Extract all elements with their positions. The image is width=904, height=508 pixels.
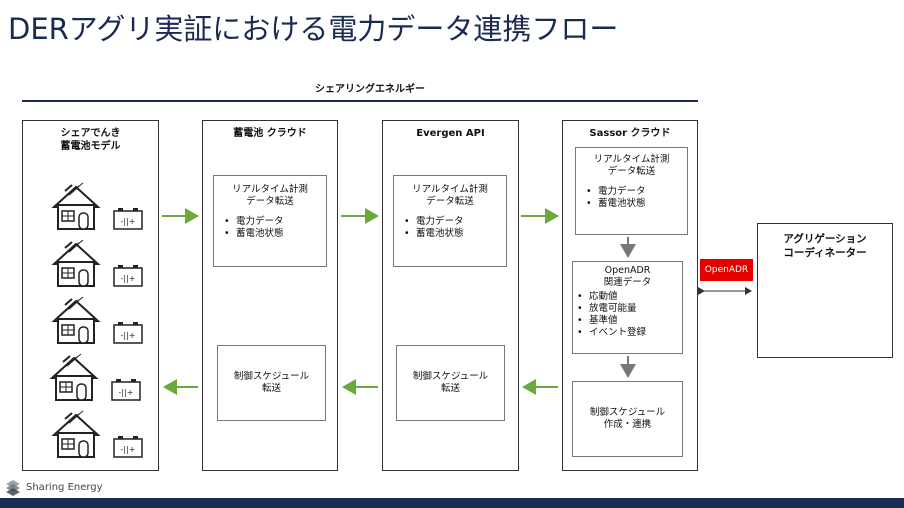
page-title: DERアグリ実証における電力データ連携フロー (8, 12, 619, 46)
footer-bar (0, 498, 904, 508)
box-line: 転送 (440, 383, 460, 394)
group-underline (22, 100, 698, 102)
aggregator-line: アグリゲーション (783, 233, 867, 245)
column-evergen-api-title: Evergen API (416, 128, 485, 139)
box-heading: リアルタイム計測 データ転送 (576, 154, 687, 178)
list-item: イベント登録 (577, 327, 682, 339)
box-heading-line: OpenADR (604, 265, 651, 276)
realtime-transfer-box: リアルタイム計測 データ転送 電力データ 蓄電池状態 (393, 175, 507, 267)
aggregation-coordinator-box: アグリゲーション コーディネーター (757, 223, 893, 358)
column-battery-model-title: シェアでんき 蓄電池モデル (23, 127, 158, 153)
openadr-badge: OpenADR (700, 259, 753, 281)
box-item-list: 電力データ 蓄電池状態 (214, 216, 326, 240)
group-label: シェアリングエネルギー (315, 84, 425, 95)
box-heading: リアルタイム計測 データ転送 (214, 184, 326, 208)
box-heading-line: データ転送 (246, 196, 294, 207)
column-battery-model: シェアでんき 蓄電池モデル (22, 120, 159, 471)
list-item: 基準値 (577, 315, 682, 327)
box-item-list: 電力データ 蓄電池状態 (576, 186, 687, 210)
schedule-transfer-box: 制御スケジュール 転送 (396, 345, 505, 421)
realtime-transfer-box: リアルタイム計測 データ転送 電力データ 蓄電池状態 (213, 175, 327, 267)
column-battery-cloud-title: 蓄電池 クラウド (233, 128, 307, 139)
schedule-transfer-box: 制御スケジュール 転送 (217, 345, 326, 421)
box-heading: OpenADR 関連データ (573, 265, 682, 289)
box-line: 制御スケジュール (233, 371, 310, 382)
aggregator-line: コーディネーター (783, 247, 867, 259)
box-item-list: 応動値 放電可能量 基準値 イベント登録 (573, 291, 682, 339)
list-item: 蓄電池状態 (224, 228, 326, 240)
list-item: 電力データ (404, 216, 506, 228)
list-item: 電力データ (586, 186, 687, 198)
box-line: 転送 (261, 383, 281, 394)
box-heading-line: リアルタイム計測 (593, 154, 670, 165)
box-heading-line: データ転送 (607, 166, 656, 177)
column-sassor-cloud-title: Sassor クラウド (589, 128, 671, 139)
box-line: 制御スケジュール (412, 371, 489, 382)
box-line: 制御スケジュール (589, 407, 666, 418)
list-item: 放電可能量 (577, 303, 682, 315)
box-heading-line: データ転送 (426, 196, 474, 207)
box-heading: リアルタイム計測 データ転送 (394, 184, 506, 208)
list-item: 蓄電池状態 (586, 198, 687, 210)
realtime-transfer-box: リアルタイム計測 データ転送 電力データ 蓄電池状態 (575, 147, 688, 235)
box-heading-line: リアルタイム計測 (412, 184, 488, 195)
box-heading-line: リアルタイム計測 (232, 184, 308, 195)
list-item: 蓄電池状態 (404, 228, 506, 240)
list-item: 電力データ (224, 216, 326, 228)
box-item-list: 電力データ 蓄電池状態 (394, 216, 506, 240)
box-heading-line: 関連データ (603, 277, 652, 288)
list-item: 応動値 (577, 291, 682, 303)
openadr-data-box: OpenADR 関連データ 応動値 放電可能量 基準値 イベント登録 (572, 261, 683, 354)
box-line: 作成・連携 (603, 419, 652, 430)
column-title-line: 蓄電池モデル (60, 141, 121, 152)
sharing-energy-logo-text: Sharing Energy (26, 482, 103, 493)
column-title-line: シェアでんき (60, 128, 121, 139)
schedule-create-box: 制御スケジュール 作成・連携 (572, 381, 683, 457)
sharing-energy-logo-icon (6, 480, 20, 496)
